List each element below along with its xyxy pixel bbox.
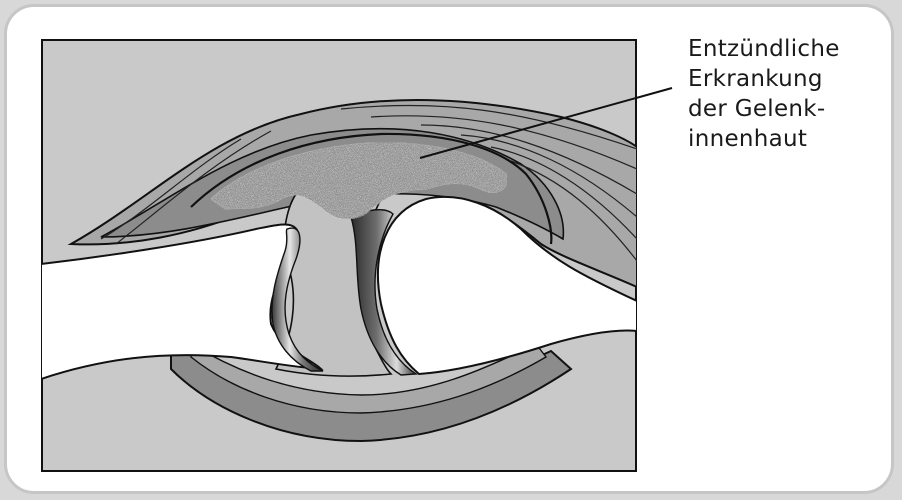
annotation-line-2: Erkrankung: [688, 64, 888, 94]
annotation-line-3: der Gelenk-: [688, 94, 888, 124]
annotation-line-1: Entzündliche: [688, 34, 888, 64]
joint-illustration: [41, 39, 637, 472]
annotation-label: Entzündliche Erkrankung der Gelenk- inne…: [688, 34, 888, 154]
annotation-line-4: innenhaut: [688, 124, 888, 154]
